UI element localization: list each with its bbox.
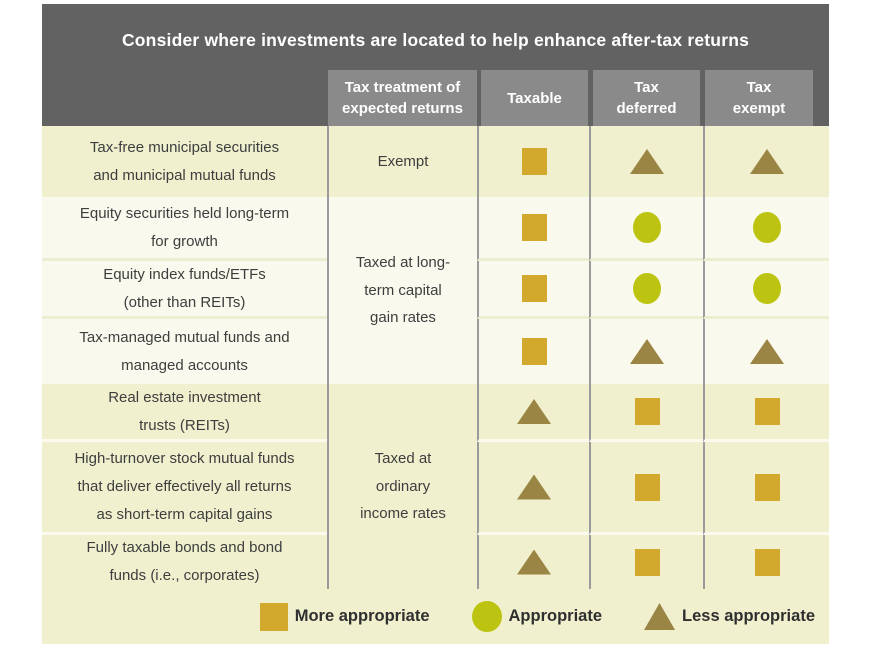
rating-cell [703,126,829,197]
square-icon [754,473,780,501]
square-icon [754,548,780,576]
rating-cell [703,261,829,319]
column-header-tax-treatment: Tax treatment of expected returns [328,70,477,126]
legend-item-more-appropriate: More appropriate [259,602,430,631]
table-body: Tax-free municipal securities and munici… [42,126,829,644]
row-label-high-turnover-funds: High-turnover stock mutual funds that de… [42,442,327,535]
legend-label: Less appropriate [682,607,815,625]
column-header-tax-exempt: Tax exempt [705,70,813,126]
row-label-equity-securities: Equity securities held long-term for gro… [42,197,327,261]
rating-cell [477,442,589,535]
legend-item-less-appropriate: Less appropriate [644,603,815,630]
rating-cell [589,535,703,589]
legend: More appropriate Appropriate Less approp… [42,589,829,644]
row-label-taxable-bonds: Fully taxable bonds and bond funds (i.e.… [42,535,327,589]
rating-cell [589,319,703,384]
triangle-icon [750,149,784,174]
triangle-icon [750,339,784,364]
circle-icon [753,212,781,243]
rating-cell [477,126,589,197]
square-icon [754,398,780,425]
rating-cell [477,535,589,589]
triangle-icon [517,399,551,424]
legend-label: More appropriate [294,607,430,625]
row-label-municipal-securities: Tax-free municipal securities and munici… [42,126,327,197]
circle-icon [471,601,502,632]
row-label-tax-managed-funds: Tax-managed mutual funds and managed acc… [42,319,327,384]
rating-cell [703,197,829,261]
row-label-equity-index-funds: Equity index funds/ETFs (other than REIT… [42,261,327,319]
square-icon [521,275,547,302]
circle-icon [633,273,661,304]
rating-cell [477,261,589,319]
rating-cell [589,442,703,535]
treatment-long-term-capital-gains: Taxed at long- term capital gain rates [327,197,477,384]
square-icon [259,602,288,631]
column-header-row: Tax treatment of expected returns Taxabl… [42,70,829,126]
circle-icon [753,273,781,304]
table-header: Consider where investments are located t… [42,4,829,126]
square-icon [521,214,547,241]
rating-cell [703,442,829,535]
column-header-spacer [42,70,327,126]
legend-label: Appropriate [508,607,603,625]
column-header-taxable: Taxable [481,70,588,126]
square-icon [634,398,660,425]
figure-title: Consider where investments are located t… [121,30,750,50]
square-icon [521,148,547,175]
column-header-tax-deferred: Tax deferred [593,70,700,126]
triangle-icon [630,339,664,364]
treatment-ordinary-income: Taxed at ordinary income rates [327,384,477,589]
rating-cell [703,384,829,442]
rating-cell [477,384,589,442]
rating-cell [589,384,703,442]
square-icon [634,548,660,576]
triangle-icon [630,149,664,174]
square-icon [521,338,547,365]
treatment-exempt: Exempt [327,126,477,197]
circle-icon [633,212,661,243]
rating-cell [589,197,703,261]
rating-cell [703,319,829,384]
row-label-reits: Real estate investment trusts (REITs) [42,384,327,442]
after-tax-returns-figure: Consider where investments are located t… [42,4,829,644]
triangle-icon [644,603,676,630]
triangle-icon [517,549,551,575]
rating-cell [477,319,589,384]
rating-cell [703,535,829,589]
rating-cell [589,126,703,197]
square-icon [634,473,660,501]
rating-cell [477,197,589,261]
legend-item-appropriate: Appropriate [471,601,603,632]
rating-cell [589,261,703,319]
triangle-icon [517,474,551,500]
